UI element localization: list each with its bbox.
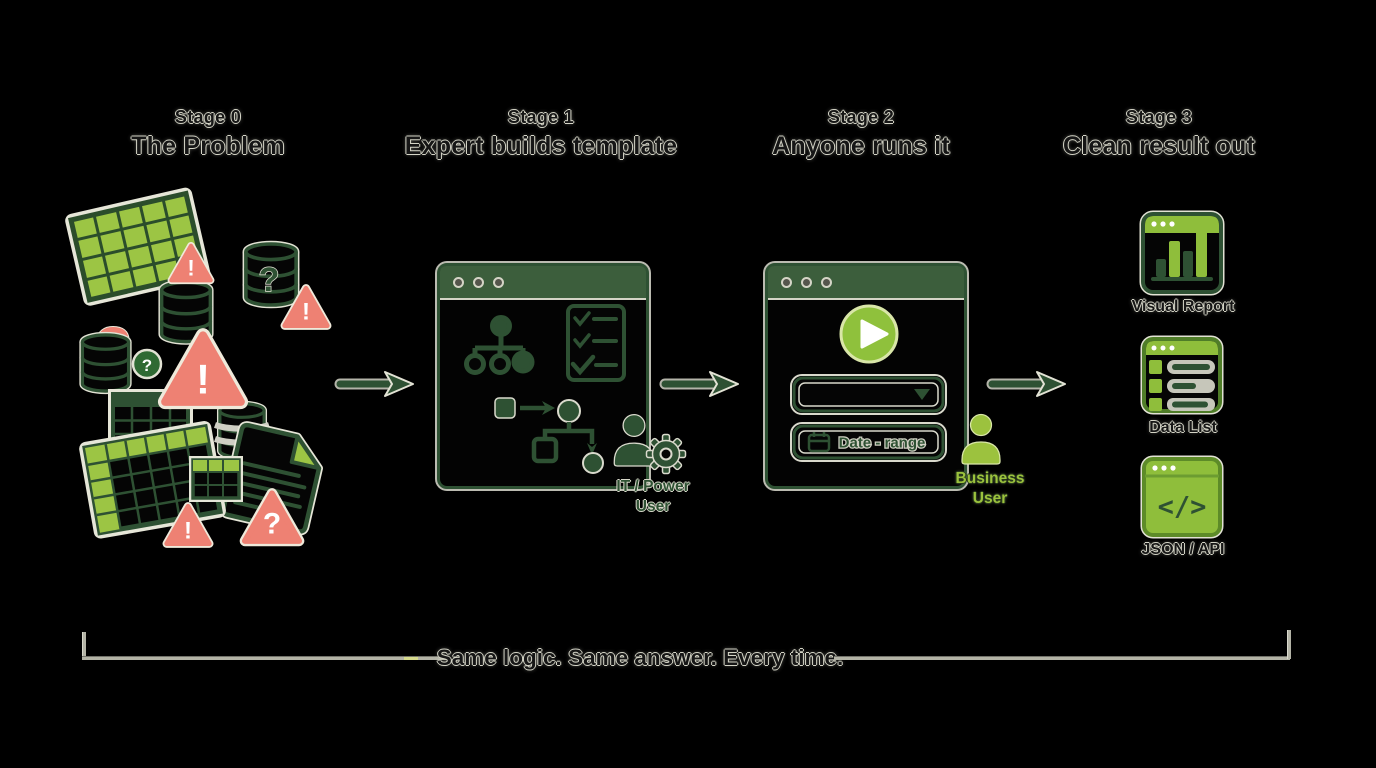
window-titlebar: [440, 266, 646, 300]
persona-label-line1: Business: [955, 470, 1025, 487]
stage0-eyebrow: Stage 0: [174, 107, 242, 127]
warning-glyph: !: [187, 256, 194, 281]
date-range-label: Date - range: [839, 435, 926, 452]
warning-glyph: !: [196, 356, 210, 403]
window-dot[interactable]: [493, 276, 504, 288]
window-titlebar: [768, 266, 964, 300]
icon-titlebar: [1145, 216, 1219, 233]
arrow-stage0-to-1: [334, 371, 414, 397]
stage3-eyebrow: Stage 3: [1125, 107, 1193, 127]
bracket-line-right: [834, 656, 1290, 660]
warning-glyph: !: [184, 518, 192, 545]
stage0-title: The Problem: [131, 132, 285, 160]
question-glyph: ?: [259, 261, 280, 299]
data-list-icon: [1140, 335, 1224, 415]
person-icon: [613, 413, 655, 467]
flowchart-icon: [494, 397, 604, 474]
bracket-accent-left: [404, 657, 418, 660]
spreadsheet-icon: [79, 420, 226, 539]
output-label-json-api: JSON / API: [1141, 541, 1225, 558]
output-label-data-list: Data List: [1149, 419, 1217, 436]
svg-text:?: ?: [142, 356, 152, 375]
json-api-icon: </>: [1140, 455, 1224, 539]
it-power-user-persona: IT / Power User: [598, 410, 708, 516]
calendar-icon: [807, 432, 831, 453]
window-dot[interactable]: [821, 276, 832, 288]
play-icon: [860, 319, 889, 349]
question-glyph: ?: [263, 508, 281, 541]
table-icon: [189, 456, 243, 502]
persona-label-line1: IT / Power: [616, 478, 690, 495]
person-icon: [961, 413, 1001, 465]
gear-icon: [645, 433, 687, 475]
dropdown-caret-icon: [914, 389, 930, 400]
arrow-stage2-to-3: [986, 371, 1066, 397]
play-button[interactable]: [839, 304, 899, 364]
window-dot[interactable]: [453, 276, 464, 288]
date-range-field[interactable]: Date - range: [790, 422, 947, 462]
persona-label-line2: User: [635, 498, 671, 515]
arrow-stage1-to-2: [659, 371, 739, 397]
template-dropdown[interactable]: [790, 374, 947, 415]
stage1-eyebrow: Stage 1: [507, 107, 575, 127]
tree-diagram-icon: [464, 315, 535, 375]
database-icon: [82, 335, 128, 391]
stage3-title: Clean result out: [1062, 132, 1256, 160]
bracket-line-left: [82, 656, 446, 660]
stage0-header: Stage 0 The Problem: [131, 106, 285, 161]
question-badge-icon: ?: [131, 348, 163, 380]
code-glyph: </>: [1158, 492, 1207, 523]
output-label-visual-report: Visual Report: [1131, 298, 1235, 315]
icon-titlebar: [1146, 341, 1218, 355]
person-gear-icon: [613, 413, 687, 475]
stage2-eyebrow: Stage 2: [827, 107, 895, 127]
template-canvas: [464, 304, 626, 474]
template-builder-window: [437, 263, 649, 489]
checklist-icon: [566, 304, 626, 382]
bracket-right-riser: [1287, 630, 1291, 659]
stage1-header: Stage 1 Expert builds template: [405, 106, 678, 161]
stage3-header: Stage 3 Clean result out: [1063, 106, 1255, 161]
business-user-persona: Business User: [938, 410, 1042, 508]
visual-report-icon: [1139, 210, 1225, 296]
window-dot[interactable]: [781, 276, 792, 288]
warning-glyph: !: [302, 299, 310, 326]
messy-data-cluster: ? ! ! ? ?: [65, 187, 335, 566]
list-rows: [1149, 360, 1215, 411]
window-dot[interactable]: [801, 276, 812, 288]
window-dot[interactable]: [473, 276, 484, 288]
bar-chart-icon: [1151, 231, 1213, 281]
bracket-left-riser: [82, 632, 86, 659]
footer-caption: Same logic. Same answer. Every time.: [436, 645, 844, 670]
run-template-window: Date - range: [765, 263, 967, 489]
stage2-header: Stage 2 Anyone runs it: [772, 106, 950, 161]
run-form: Date - range: [790, 304, 947, 462]
stage2-title: Anyone runs it: [772, 132, 950, 160]
persona-label-line2: User: [972, 490, 1008, 507]
stage1-title: Expert builds template: [404, 132, 678, 160]
